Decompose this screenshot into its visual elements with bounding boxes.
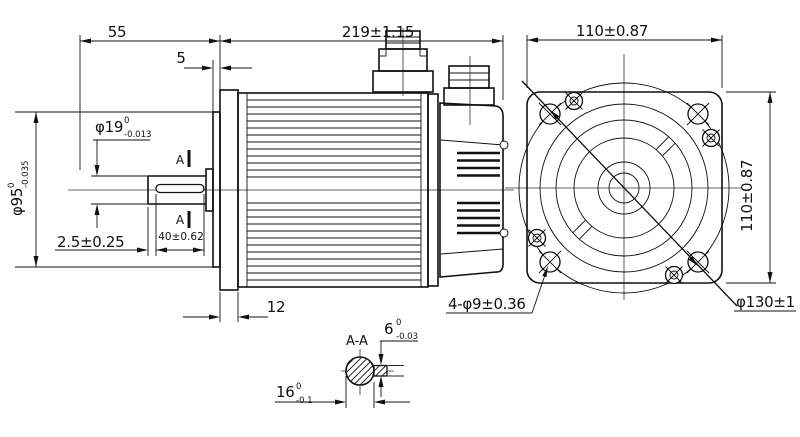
rear-endcap bbox=[427, 93, 509, 287]
screw-top-left bbox=[564, 91, 584, 111]
dim-flange-width: 110±0.87 bbox=[526, 22, 723, 88]
svg-text:110±0.87: 110±0.87 bbox=[738, 160, 756, 232]
svg-text:110±0.87: 110±0.87 bbox=[576, 22, 648, 40]
svg-text:12: 12 bbox=[267, 298, 286, 316]
vent-slots bbox=[457, 151, 500, 235]
svg-text:16: 16 bbox=[276, 383, 295, 401]
dim-shaft-diameter: φ19 0 -0.013 bbox=[93, 116, 151, 228]
screw-top-right bbox=[701, 128, 721, 148]
svg-text:φ95: φ95 bbox=[8, 188, 26, 216]
section-mark-lower-label: A bbox=[176, 213, 185, 227]
cooling-fins bbox=[246, 93, 422, 287]
svg-text:0: 0 bbox=[124, 116, 129, 126]
screw-bottom-left bbox=[527, 228, 547, 248]
dim-spigot-depth: 5 bbox=[176, 49, 185, 67]
bolt-circle bbox=[518, 82, 730, 294]
encoder-connector bbox=[443, 56, 495, 125]
svg-text:0: 0 bbox=[296, 382, 301, 392]
dim-shaft-flat-width: 16 0 -0.1 bbox=[275, 376, 410, 408]
section-title: A-A bbox=[346, 334, 368, 349]
section-mark-upper-label: A bbox=[176, 153, 185, 167]
svg-text:0: 0 bbox=[396, 318, 401, 328]
dim-body-length: 219±1.15 bbox=[342, 23, 414, 41]
dim-bolt-circle: φ130±1 bbox=[521, 80, 796, 312]
power-connector bbox=[372, 28, 434, 96]
dim-keyway-length: 40±0.62 bbox=[158, 231, 204, 243]
svg-text:-0.1: -0.1 bbox=[296, 396, 313, 406]
flange-square-outline bbox=[526, 91, 723, 284]
screw-bottom-right bbox=[664, 265, 684, 285]
side-view-dimensions: 55 219±1.15 5 φ19 0 -0.013 φ95 bbox=[7, 23, 504, 322]
dim-flange-thickness: 12 bbox=[183, 292, 286, 322]
dim-spigot-diameter: φ95 0 -0.035 bbox=[7, 111, 213, 268]
svg-text:-0.013: -0.013 bbox=[124, 130, 151, 140]
motor-side-view: A A bbox=[68, 28, 514, 291]
svg-text:-0.035: -0.035 bbox=[21, 161, 31, 188]
svg-text:6: 6 bbox=[384, 320, 393, 338]
section-hatching bbox=[346, 357, 387, 385]
svg-text:φ130±1: φ130±1 bbox=[736, 293, 795, 311]
dim-keyway-width: 6 0 -0.03 bbox=[378, 318, 418, 397]
mounting-holes bbox=[538, 102, 710, 274]
shaft-keyway bbox=[155, 183, 205, 194]
svg-text:4-φ9±0.36: 4-φ9±0.36 bbox=[448, 295, 526, 313]
concentric-circles bbox=[518, 82, 730, 294]
endcap-lug-bottom bbox=[499, 228, 509, 238]
svg-text:φ19: φ19 bbox=[95, 118, 123, 136]
svg-text:-0.03: -0.03 bbox=[396, 332, 418, 342]
spigot-boss bbox=[212, 111, 221, 268]
dim-mounting-holes: 4-φ9±0.36 bbox=[446, 266, 548, 314]
shaft-outline bbox=[91, 175, 206, 205]
motor-front-view: φ130±1 4-φ9±0.36 110±0.87 110±0.87 bbox=[446, 22, 796, 314]
endcap-lug-top bbox=[499, 140, 509, 150]
svg-text:0: 0 bbox=[7, 183, 17, 188]
dim-keyway: 2.5±0.25 40±0.62 bbox=[55, 194, 205, 256]
shaft-section-circle bbox=[345, 356, 375, 386]
section-cut-marks: A A bbox=[176, 150, 191, 228]
flange-notch-marks bbox=[572, 136, 676, 240]
cover-screws bbox=[527, 91, 721, 285]
dim-flange-height: 110±0.87 bbox=[726, 91, 776, 284]
dim-keyway-offset: 2.5±0.25 bbox=[57, 233, 124, 251]
section-aa-view: A-A 16 0 -0.1 6 bbox=[275, 318, 418, 408]
dim-shaft-extension: 55 bbox=[108, 23, 127, 41]
